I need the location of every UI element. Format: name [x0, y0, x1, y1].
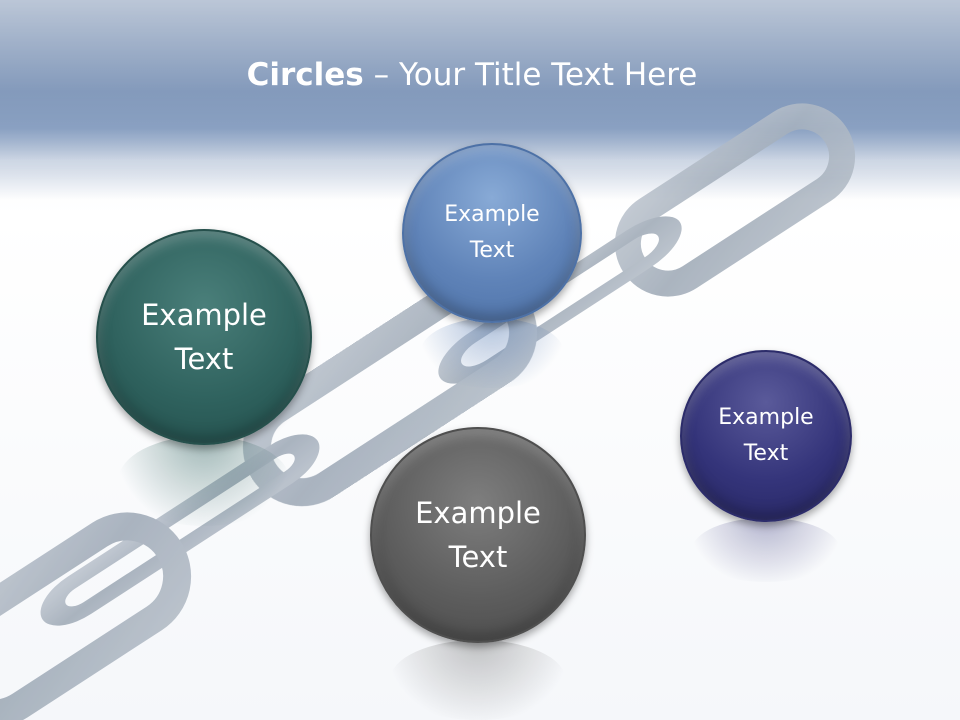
circle-teal[interactable]: Example Text: [96, 229, 312, 445]
slide-title-rest: – Your Title Text Here: [363, 57, 698, 93]
circle-label: Example Text: [141, 298, 267, 376]
circle-label: Example Text: [718, 405, 814, 466]
circle-label: Example Text: [415, 496, 541, 574]
circle-gray[interactable]: Example Text: [370, 427, 586, 643]
circle-blue[interactable]: Example Text: [402, 143, 582, 323]
circle-label: Example Text: [444, 202, 540, 263]
slide-title: Circles – Your Title Text Here: [0, 52, 944, 98]
circle-navy[interactable]: Example Text: [680, 350, 852, 522]
slide-title-bold: Circles: [246, 57, 364, 93]
